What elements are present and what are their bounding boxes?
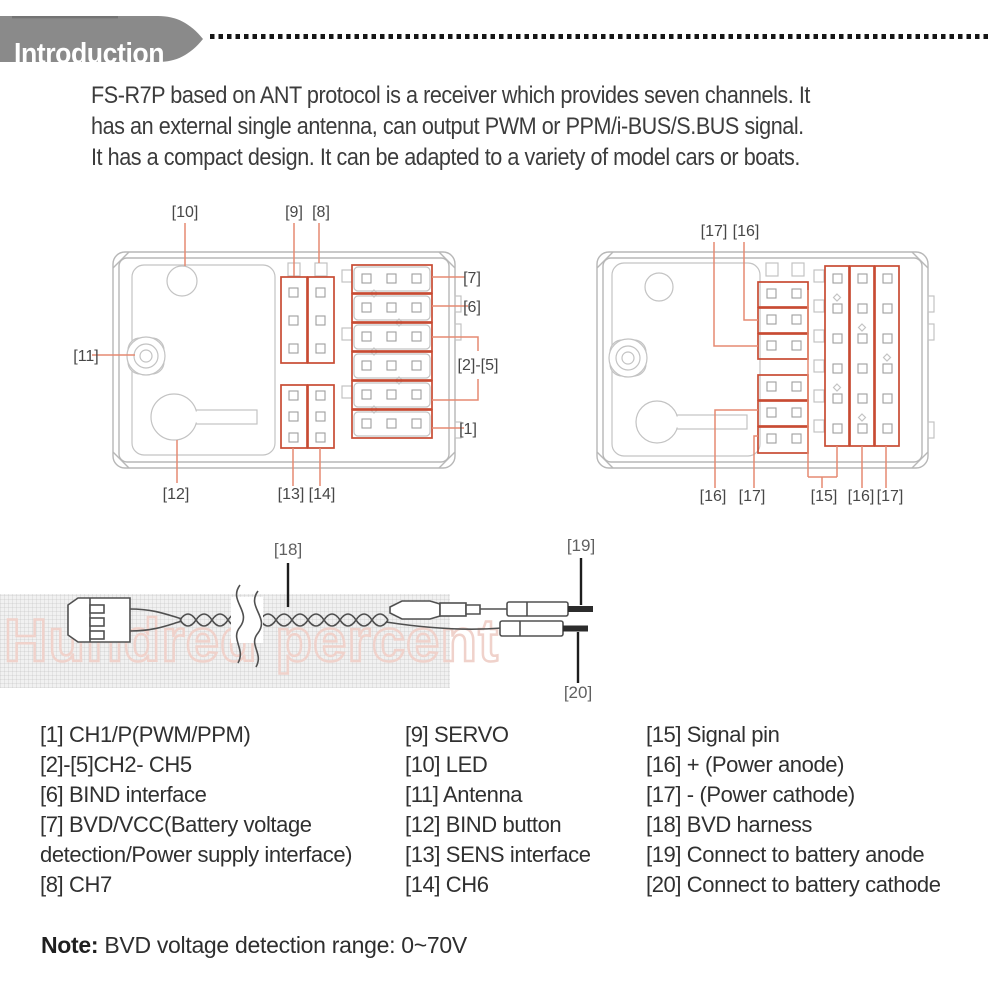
leader-lines	[92, 223, 479, 486]
battery-terminals	[499, 601, 593, 637]
label-top-cathode: [17]	[701, 223, 728, 240]
bvd-harness-diagram: [18] [19] [20]	[67, 536, 595, 702]
intro-line: FS-R7P based on ANT protocol is a receiv…	[91, 82, 810, 109]
label-top-anode: [16]	[733, 223, 760, 240]
legend-item: [18] BVD harness	[646, 812, 813, 837]
legend-column-2: [9] SERVO [10] LED [11] Antenna [12] BIN…	[405, 720, 591, 900]
intro-paragraph: FS-R7P based on ANT protocol is a receiv…	[91, 80, 973, 173]
twisted-wires	[179, 613, 389, 627]
harness-plug	[67, 597, 131, 643]
legend-item: [14] CH6	[405, 872, 489, 897]
note-label: Note:	[41, 932, 99, 958]
legend-item: [8] CH7	[40, 872, 112, 897]
led-hole	[166, 265, 198, 297]
legend-item: detection/Power supply interface)	[40, 842, 353, 867]
legend-item: [10] LED	[405, 752, 488, 777]
bind-button-shape	[635, 400, 748, 444]
intro-line: It has a compact design. It can be adapt…	[91, 144, 800, 171]
ch7-connector	[307, 276, 335, 364]
channel-pin-rows	[341, 264, 433, 439]
leader-lines	[713, 242, 887, 488]
label-battery-anode: [19]	[567, 536, 595, 555]
legend-item: [9] SERVO	[405, 722, 509, 747]
legend-item: [7] BVD/VCC(Battery voltage	[40, 812, 312, 837]
antenna-mount	[608, 338, 648, 378]
label-battery-cathode: [20]	[564, 683, 592, 702]
label-cathode-pin: [17]	[877, 488, 904, 505]
label-bind-interface: [6]	[463, 299, 481, 316]
label-anode-pin: [16]	[848, 488, 875, 505]
led-hole	[644, 272, 674, 302]
section-title: Introduction	[14, 38, 165, 70]
harness-leader-lines	[286, 558, 583, 683]
legend-item: [1] CH1/P(PWM/PPM)	[40, 722, 251, 747]
servo-connector	[280, 276, 308, 364]
legend-item: [13] SENS interface	[405, 842, 591, 867]
label-ch6: [14]	[309, 486, 336, 503]
break-squiggle	[235, 584, 263, 668]
legend-item: [15] Signal pin	[646, 722, 780, 747]
label-ch7: [8]	[312, 204, 330, 221]
legend-item: [17] - (Power cathode)	[646, 782, 855, 807]
power-connector-block	[757, 281, 809, 454]
label-antenna: [11]	[73, 348, 99, 365]
receiver-pin-view-diagram: [17] [16] [16] [17] [15] [16] [17]	[596, 223, 935, 505]
legend-item: [12] BIND button	[405, 812, 562, 837]
legend-item: [11] Antenna	[405, 782, 523, 807]
label-bottom-anode: [16]	[700, 488, 727, 505]
pin-stack	[813, 265, 900, 447]
label-bottom-cathode: [17]	[739, 488, 766, 505]
bind-button-shape	[150, 393, 258, 441]
dotted-rule	[210, 34, 990, 39]
label-signal-pin: [15]	[811, 488, 838, 505]
sens-connector	[280, 384, 308, 449]
note-line: Note: BVD voltage detection range: 0~70V	[41, 932, 467, 959]
label-servo: [9]	[285, 204, 303, 221]
legend-item: [6] BIND interface	[40, 782, 207, 807]
inline-connector	[389, 600, 481, 620]
ch6-connector	[307, 384, 335, 449]
label-sens: [13]	[278, 486, 305, 503]
label-bvd: [7]	[463, 270, 481, 287]
intro-line: has an external single antenna, can outp…	[91, 113, 804, 140]
label-led: [10]	[172, 204, 199, 221]
label-bvd-harness: [18]	[274, 540, 302, 559]
banner-ribbon-shape	[0, 16, 203, 62]
label-ch1: [1]	[459, 421, 477, 438]
label-ch2-ch5: [2]-[5]	[458, 357, 499, 374]
label-bind-button: [12]	[163, 486, 190, 503]
antenna-mount	[126, 336, 166, 376]
note-text: BVD voltage detection range: 0~70V	[98, 932, 467, 958]
legend-column-3: [15] Signal pin [16] + (Power anode) [17…	[646, 720, 941, 900]
legend-item: [19] Connect to battery anode	[646, 842, 925, 867]
legend-item: [20] Connect to battery cathode	[646, 872, 941, 897]
receiver-shell-outline	[112, 251, 456, 469]
legend-item: [16] + (Power anode)	[646, 752, 845, 777]
receiver-top-view-diagram: [10] [9] [8] [7] [6] [2]-[5] [1] [11] [1…	[73, 204, 499, 503]
section-banner: Introduction	[0, 16, 210, 70]
receiver-shell-outline	[596, 251, 929, 469]
legend-item: [2]-[5]CH2- CH5	[40, 752, 192, 777]
legend-column-1: [1] CH1/P(PWM/PPM) [2]-[5]CH2- CH5 [6] B…	[40, 720, 352, 900]
